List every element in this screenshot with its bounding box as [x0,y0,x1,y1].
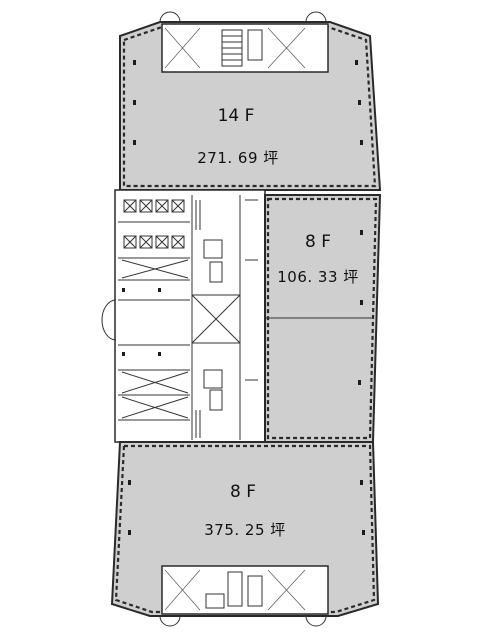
zone-right-area-label: 106. 33 坪 [277,268,359,286]
zone-right-8f: 8 F 106. 33 坪 [264,194,382,443]
zone-top-area-label: 271. 69 坪 [197,149,279,167]
bottom-service-core [161,565,329,615]
zone-bottom-area-label: 375. 25 坪 [204,521,286,539]
top-service-core [161,23,329,73]
zone-top-floor-label: 14 F [218,106,255,126]
zone-bottom-floor-label: 8 F [230,482,256,502]
zone-right-floor-label: 8 F [305,232,331,252]
zone-top-14f: 14 F 271. 69 坪 [119,11,382,191]
central-core [101,189,266,443]
zone-bottom-8f: 8 F 375. 25 坪 [110,441,380,627]
